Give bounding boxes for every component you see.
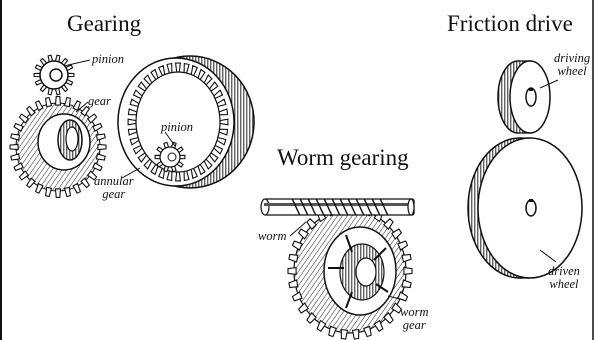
driving-wheel-label: driving wheel bbox=[554, 52, 590, 77]
worm-gear-label: worm gear bbox=[400, 306, 428, 331]
driving-wheel bbox=[498, 61, 550, 133]
worm-gear-wheel bbox=[288, 203, 412, 339]
worm-label: worm bbox=[258, 230, 286, 243]
worm-gearing-title: Worm gearing bbox=[277, 146, 409, 169]
inner-pinion-label: pinion bbox=[161, 121, 193, 134]
gearing-title: Gearing bbox=[67, 12, 141, 35]
friction-drive-title: Friction drive bbox=[447, 12, 573, 35]
pinion-label: pinion bbox=[92, 53, 124, 66]
driven-wheel-label: driven wheel bbox=[548, 265, 580, 290]
worm-shaft bbox=[261, 199, 414, 215]
driven-wheel bbox=[468, 138, 582, 278]
gear-label: gear bbox=[88, 95, 111, 108]
annular-gear-label: annular gear bbox=[94, 175, 134, 200]
pinion-gear bbox=[34, 55, 74, 95]
spur-gear bbox=[10, 97, 106, 198]
